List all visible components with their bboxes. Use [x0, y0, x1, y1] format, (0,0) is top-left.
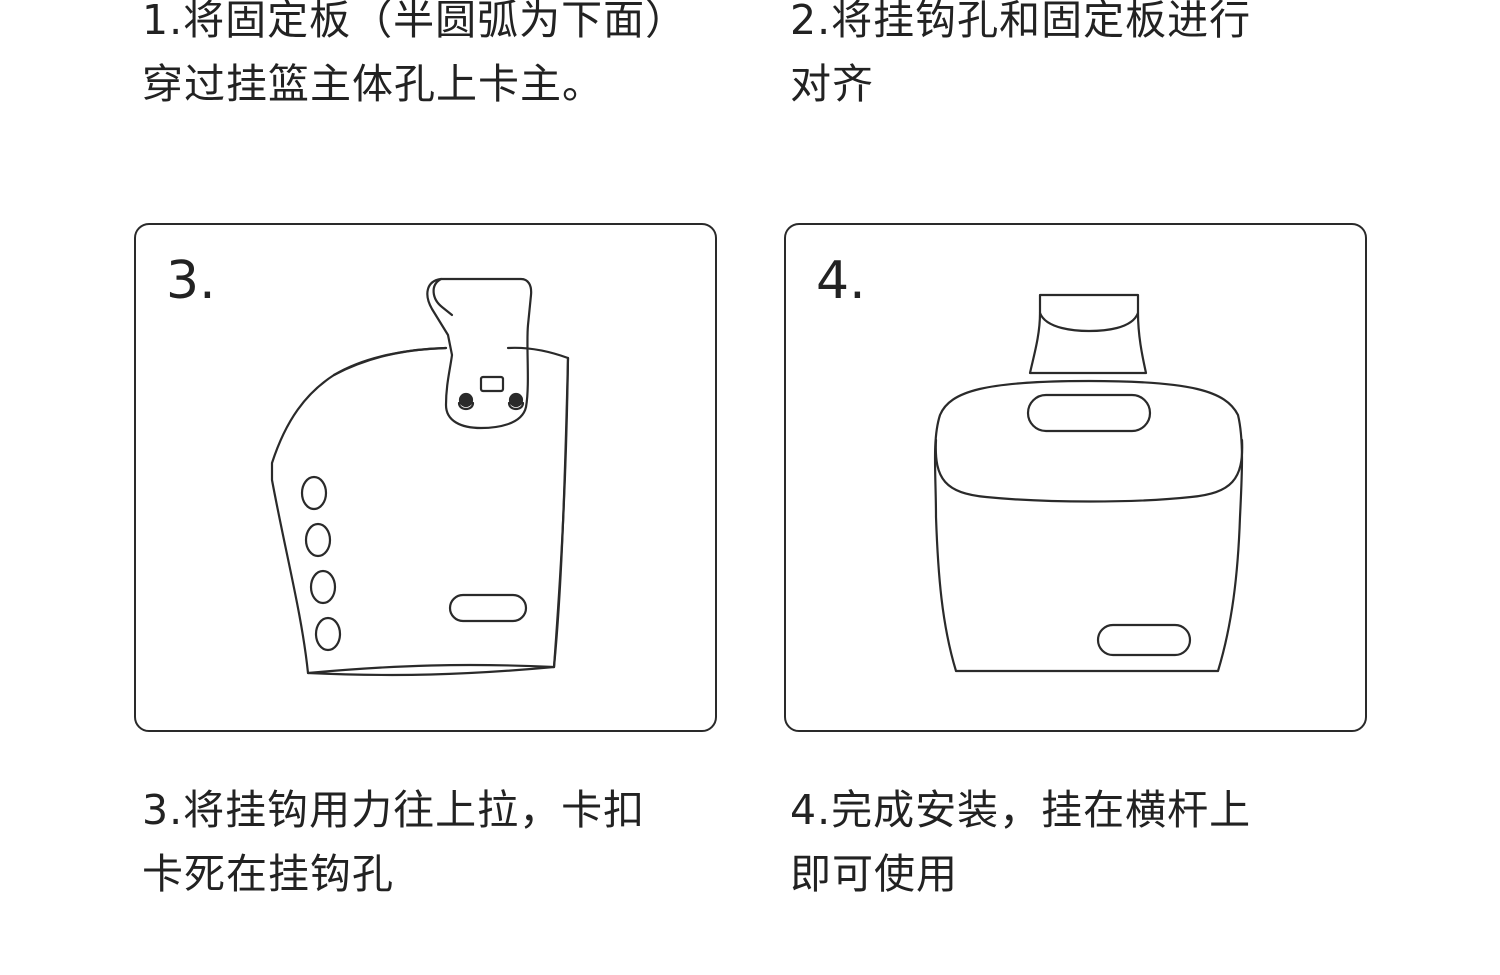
basket-bottom-rim: [306, 665, 556, 677]
hook-rivet-right: [508, 392, 524, 408]
front-hole-2: [304, 522, 332, 558]
side-view-basket-illustration: [270, 277, 570, 677]
front-hole-3: [309, 569, 337, 605]
side-handle-slot: [448, 593, 528, 623]
hook-outline: [1028, 293, 1148, 375]
front-hole-4: [314, 616, 342, 652]
front-view-basket-illustration: [933, 293, 1244, 673]
step-3-caption-line-2: 卡死在挂钩孔: [142, 850, 394, 898]
step-4-caption: 4.完成安装，挂在横杆上 即可使用: [790, 778, 1251, 906]
step-4-caption-line-2: 即可使用: [790, 850, 958, 898]
step-1-caption-line-1: 1.将固定板（半圆弧为下面）: [142, 0, 688, 44]
basket-lid-curve: [934, 438, 1244, 503]
basket-body-outline: [270, 346, 570, 675]
step-4-caption-line-1: 4.完成安装，挂在横杆上: [790, 786, 1252, 834]
hook-rivet-left: [458, 392, 474, 408]
top-handle-slot: [1026, 393, 1152, 433]
hook-fold-line: [1038, 311, 1140, 333]
bottom-handle-slot: [1096, 623, 1192, 657]
basket-top-rim: [332, 346, 448, 377]
step-4-illustration-panel: 4.: [784, 223, 1367, 732]
step-2-caption-line-2: 对齐: [790, 60, 874, 108]
step-1-caption: 1.将固定板（半圆弧为下面） 穿过挂篮主体孔上卡主。: [142, 0, 687, 116]
basket-back-edge: [552, 356, 570, 669]
hook-slot-hole: [479, 375, 505, 393]
step-3-illustration-panel: 3.: [134, 223, 717, 732]
hook-rivet-left-ring: [457, 401, 475, 411]
step-3-caption-line-1: 3.将挂钩用力往上拉，卡扣: [142, 786, 646, 834]
hook-curl-inner: [432, 277, 454, 317]
basket-body-outline: [933, 379, 1244, 673]
step-2-caption: 2.将挂钩孔和固定板进行 对齐: [790, 0, 1251, 116]
step-2-caption-line-1: 2.将挂钩孔和固定板进行: [790, 0, 1252, 44]
step-4-number: 4.: [816, 251, 866, 311]
hook-rivet-right-ring: [507, 401, 525, 411]
front-hole-1: [300, 475, 328, 511]
step-3-number: 3.: [166, 251, 216, 311]
step-3-caption: 3.将挂钩用力往上拉，卡扣 卡死在挂钩孔: [142, 778, 645, 906]
step-1-caption-line-2: 穿过挂篮主体孔上卡主。: [142, 60, 604, 108]
